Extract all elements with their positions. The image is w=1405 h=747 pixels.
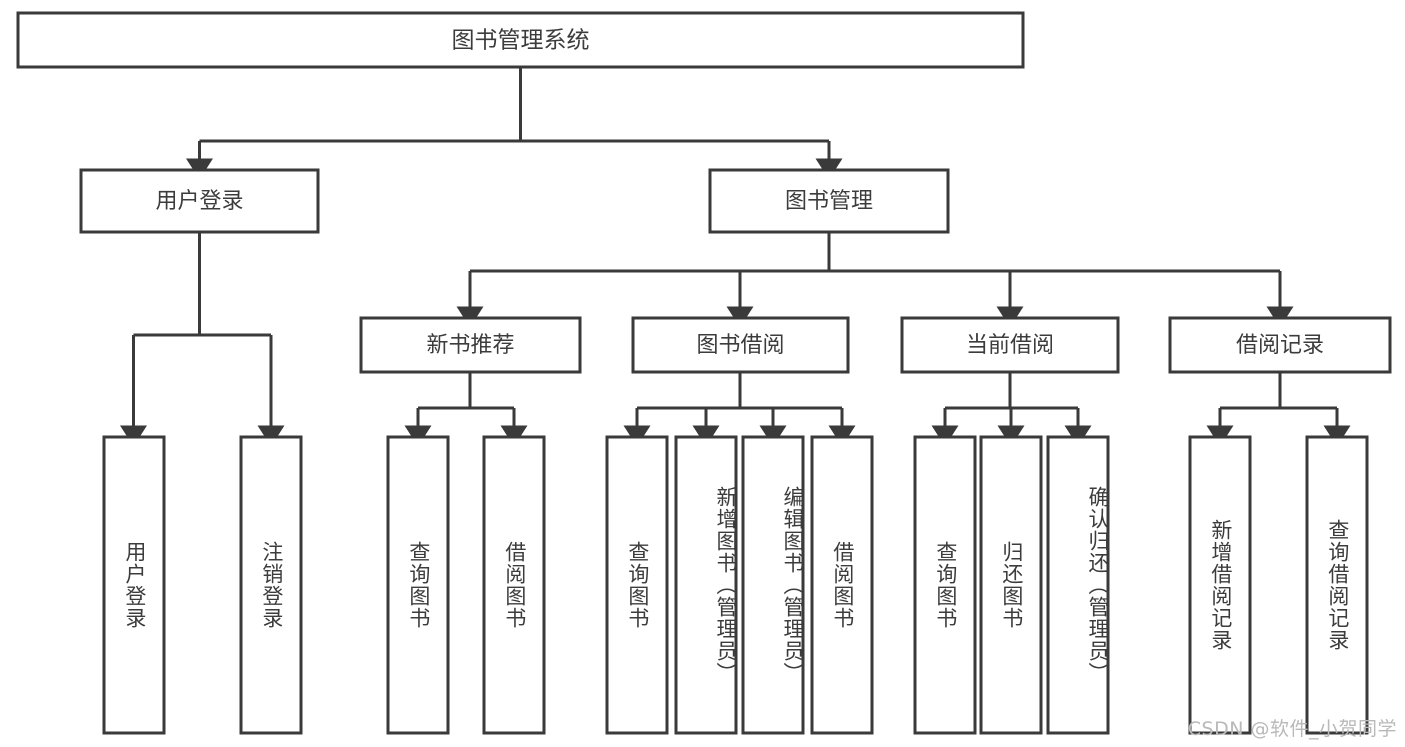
node-user-login-box[interactable]: [79, 168, 320, 234]
node-book-management-label: 图书管理: [785, 189, 873, 214]
connector-group-book-mgmt: [456, 232, 1294, 328]
node-root[interactable]: 图书管理系统: [16, 11, 1025, 69]
connector-group-user-login: [120, 232, 285, 447]
leaf-box-query-book-new[interactable]: [386, 435, 450, 735]
leaf-box-query-book-current[interactable]: [913, 435, 977, 735]
leaf-box-logout[interactable]: [239, 435, 303, 735]
node-user-login-label: 用户登录: [155, 189, 243, 214]
node-root-box[interactable]: [16, 11, 1025, 69]
node-new-book-recommend-label: 新书推荐: [426, 333, 514, 358]
node-book-management[interactable]: 图书管理: [708, 168, 950, 234]
leaf-box-user-login[interactable]: [102, 435, 166, 735]
node-current-borrow[interactable]: 当前借阅: [900, 316, 1120, 374]
node-new-book-recommend[interactable]: 新书推荐: [359, 316, 582, 374]
node-borrow-records-label: 借阅记录: [1236, 333, 1324, 358]
leaf-box-edit-book-admin[interactable]: [741, 435, 805, 735]
leaf-box-group: [102, 435, 1369, 735]
node-borrow-records[interactable]: 借阅记录: [1168, 316, 1392, 374]
leaf-box-query-borrow-record[interactable]: [1305, 435, 1369, 735]
watermark: CSDN @软件_小贺同学: [1187, 718, 1397, 740]
leaf-box-query-book-borrow[interactable]: [605, 435, 669, 735]
node-book-borrow-label: 图书借阅: [696, 333, 784, 358]
leaf-box-add-borrow-record[interactable]: [1188, 435, 1252, 735]
leaf-box-add-book-admin[interactable]: [674, 435, 738, 735]
connector-group-records: [1206, 372, 1351, 447]
connector-group-root: [186, 67, 843, 180]
node-book-borrow-box[interactable]: [631, 316, 850, 374]
connector-group-current: [931, 372, 1092, 447]
leaf-box-confirm-return-admin[interactable]: [1046, 435, 1110, 735]
node-book-borrow[interactable]: 图书借阅: [631, 316, 850, 374]
node-borrow-records-box[interactable]: [1168, 316, 1392, 374]
leaf-box-borrow-book[interactable]: [810, 435, 874, 735]
connector-group-borrow: [623, 372, 856, 447]
connector-group-new-book: [404, 372, 528, 447]
node-user-login[interactable]: 用户登录: [79, 168, 320, 234]
leaf-box-borrow-book-new[interactable]: [482, 435, 546, 735]
node-root-label: 图书管理系统: [452, 28, 590, 54]
node-current-borrow-label: 当前借阅: [966, 333, 1054, 358]
leaf-box-return-book[interactable]: [979, 435, 1043, 735]
node-new-book-recommend-box[interactable]: [359, 316, 582, 374]
node-current-borrow-box[interactable]: [900, 316, 1120, 374]
node-book-management-box[interactable]: [708, 168, 950, 234]
